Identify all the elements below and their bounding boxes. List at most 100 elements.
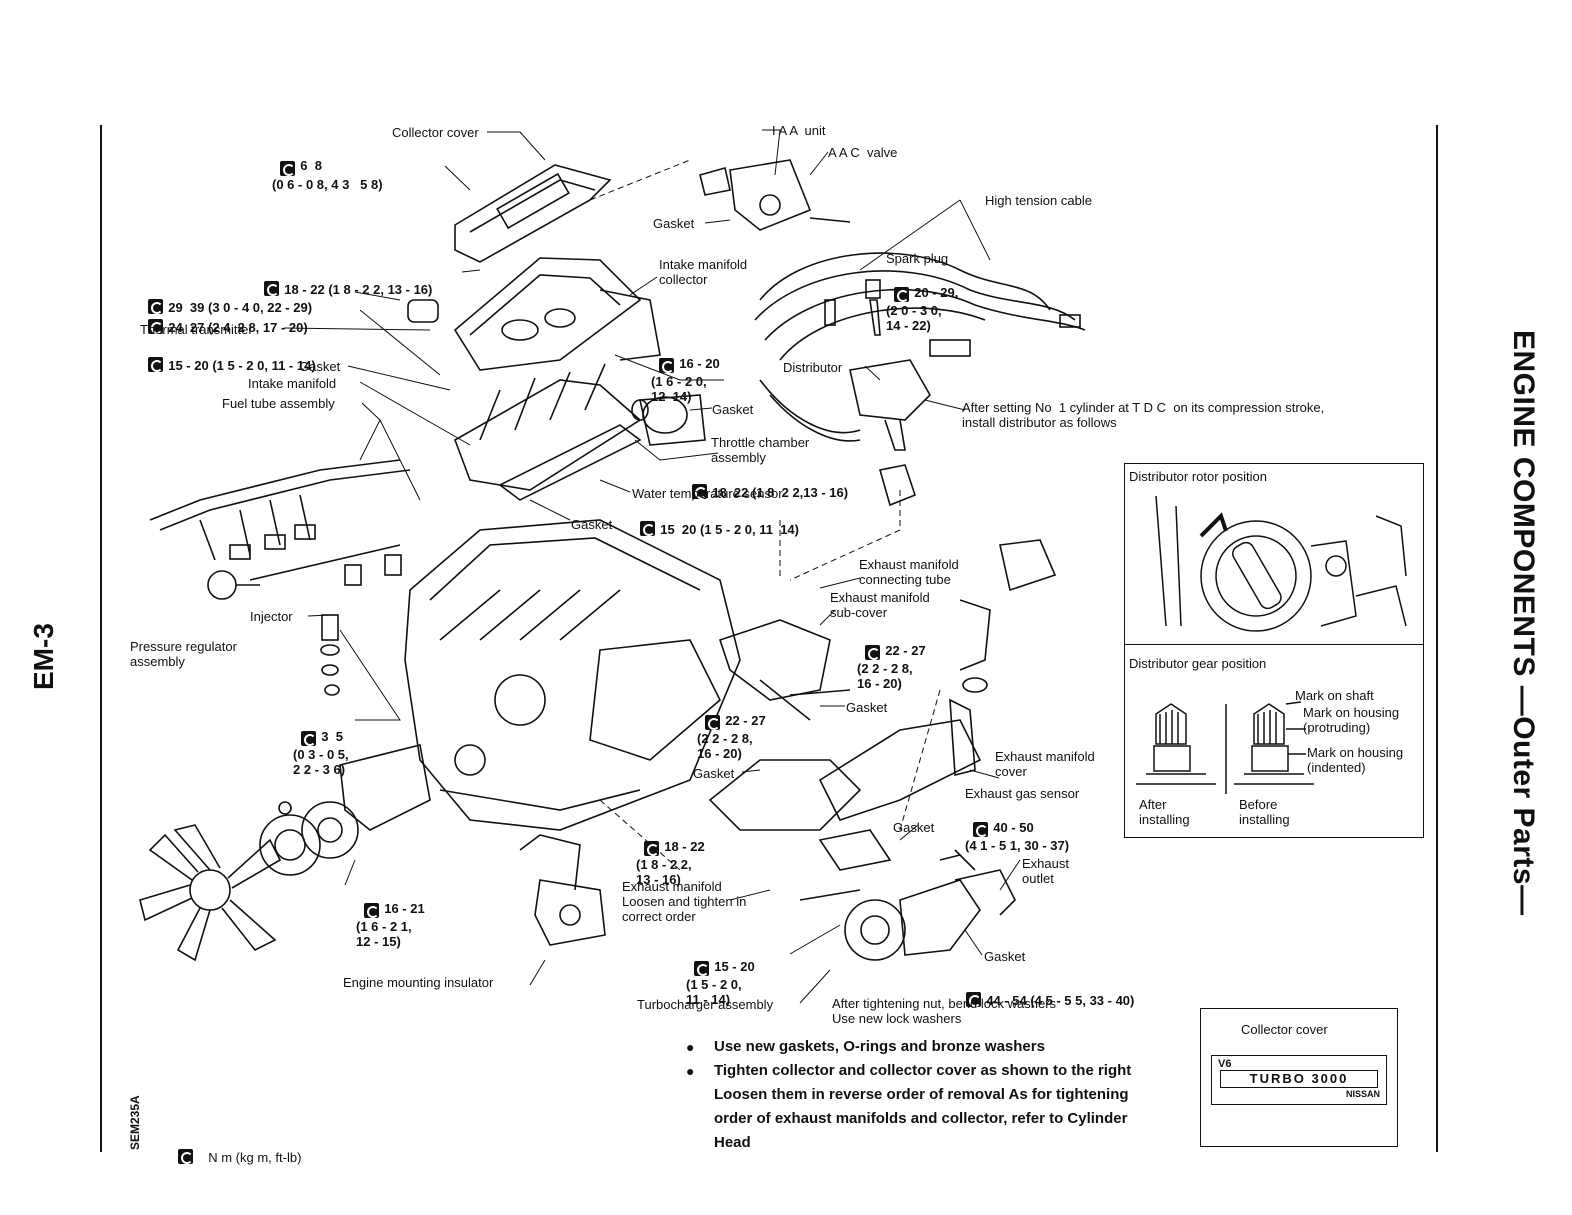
label-exhaust-connecting: Exhaust manifold connecting tube xyxy=(859,557,959,587)
torque-wrench-icon xyxy=(147,318,164,335)
collector-box-title: Collector cover xyxy=(1241,1022,1328,1037)
torque-value: 18 - 22 (1 8 - 2 2, 13 - 16) xyxy=(636,839,705,887)
torque-15-20-b: 15 20 (1 5 - 2 0, 11 14) xyxy=(632,505,799,537)
torque-29-39: 29 39 (3 0 - 4 0, 22 - 29) xyxy=(140,283,312,315)
label-pressure-regulator: Pressure regulator assembly xyxy=(130,639,237,669)
torque-40-50: 40 - 50 (4 1 - 5 1, 30 - 37) xyxy=(965,805,1069,853)
torque-wrench-icon xyxy=(643,840,660,857)
torque-wrench-icon xyxy=(147,356,164,373)
distributor-inset: Distributor rotor position Distributor g… xyxy=(1124,463,1424,838)
collector-cover-box: Collector cover V6 TURBO 3000 NISSAN xyxy=(1200,1008,1398,1147)
torque-wrench-icon xyxy=(263,280,280,297)
gear-illustration xyxy=(1136,701,1314,794)
label-mark-on-shaft: Mark on shaft xyxy=(1295,688,1374,703)
page-id: EM-3 xyxy=(28,623,59,690)
label-gasket-bottom: Gasket xyxy=(984,949,1026,964)
distributor-part xyxy=(849,359,931,507)
label-engine-mounting: Engine mounting insulator xyxy=(343,975,494,990)
torque-wrench-icon xyxy=(893,286,910,303)
label-after-tightening: After tightening nut, bend lock washers … xyxy=(832,996,1057,1026)
torque-value: 15 - 20 (1 5 - 2 0, 11 - 14) xyxy=(686,959,755,1007)
thermal-transmitter-part xyxy=(407,299,439,323)
inset-divider xyxy=(1125,644,1423,645)
torque-wrench-icon xyxy=(864,644,881,661)
torque-value: 15 20 (1 5 - 2 0, 11 14) xyxy=(660,522,799,537)
torque-15-20-c: 15 - 20 (1 5 - 2 0, 11 - 14) xyxy=(686,944,755,1007)
torque-24-27: 24 27 (2 4 2 8, 17 - 20) xyxy=(140,303,308,335)
torque-18-22-b: 18 22 (1 8 2 2,13 - 16) xyxy=(684,468,848,500)
label-gasket-exh: Gasket xyxy=(846,700,888,715)
torque-value: 15 - 20 (1 5 - 2 0, 11 - 14) xyxy=(168,358,316,373)
torque-wrench-icon xyxy=(363,902,380,919)
turbocharger-part xyxy=(799,849,1016,961)
badge-v6: V6 xyxy=(1218,1058,1232,1070)
intake-collector-part xyxy=(453,257,661,371)
label-mark-housing-indented: Mark on housing (indented) xyxy=(1307,745,1404,775)
torque-3-5: 3 5 (0 3 - 0 5, 2 2 - 3 6) xyxy=(293,714,349,777)
label-distributor: Distributor xyxy=(783,360,843,375)
torque-wrench-icon xyxy=(691,483,708,500)
collector-cover-part xyxy=(454,164,612,263)
label-collector-cover: Collector cover xyxy=(392,125,479,140)
label-gasket-turbo: Gasket xyxy=(893,820,935,835)
torque-wrench-icon xyxy=(972,821,989,838)
label-spark-plug: Spark plug xyxy=(886,251,949,266)
torque-value: 18 - 22 (1 8 - 2 2, 13 - 16) xyxy=(284,282,433,297)
label-water-temp: Water temperature sensor xyxy=(632,486,783,501)
water-pump-part xyxy=(259,744,431,876)
label-intake-manifold: Intake manifold xyxy=(248,376,337,391)
torque-value: 18 22 (1 8 2 2,13 - 16) xyxy=(712,485,849,500)
torque-wrench-icon xyxy=(177,1148,194,1165)
engine-diagram xyxy=(139,129,1086,1004)
label-intake-manifold-collector: Intake manifold collector xyxy=(659,257,748,287)
torque-18-22: 18 - 22 (1 8 - 2 2, 13 - 16) xyxy=(256,265,432,297)
torque-16-21: 16 - 21 (1 6 - 2 1, 12 - 15) xyxy=(356,886,425,949)
label-exhaust-subcover: Exhaust manifold sub-cover xyxy=(830,590,930,620)
aac-valve-part xyxy=(699,159,851,231)
label-gasket-mid: Gasket xyxy=(299,359,341,374)
torque-value: 29 39 (3 0 - 4 0, 22 - 29) xyxy=(168,300,313,315)
label-aac-valve: A A C valve xyxy=(828,145,898,160)
leader-lines xyxy=(283,129,1021,1004)
label-high-tension-cable: High tension cable xyxy=(985,193,1092,208)
label-gasket-top: Gasket xyxy=(653,216,695,231)
gear-position-title: Distributor gear position xyxy=(1129,656,1267,671)
label-exhaust-outlet: Exhaust outlet xyxy=(1022,856,1069,886)
section-title: ENGINE COMPONENTS —Outer Parts— xyxy=(1507,330,1540,916)
label-exhaust-gas-sensor: Exhaust gas sensor xyxy=(965,786,1080,801)
torque-22-27-a: 22 - 27 (2 2 - 2 8, 16 - 20) xyxy=(857,628,926,691)
torque-wrench-icon xyxy=(279,160,296,177)
torque-value: 44 - 54 (4 5 - 5 5, 33 - 40) xyxy=(986,993,1135,1008)
torque-collector-cover: 6 8 (0 6 - 0 8, 4 3 5 8) xyxy=(272,143,383,192)
engine-block-part xyxy=(404,519,741,831)
torque-wrench-icon xyxy=(639,520,656,537)
legend: N m (kg m, ft-lb) xyxy=(170,1133,301,1165)
label-after-setting: After setting No 1 cylinder at T D C on … xyxy=(962,400,1325,430)
rotor-illustration xyxy=(1155,495,1407,632)
pressure-regulator-part xyxy=(207,570,260,600)
torque-value: 16 - 20 (1 6 - 2 0, 12 14) xyxy=(651,356,720,404)
torque-value: 16 - 21 (1 6 - 2 1, 12 - 15) xyxy=(356,901,425,949)
high-tension-cables-part xyxy=(754,252,1086,442)
label-exhaust-manifold-note: Exhaust manifold Loosen and tighten in c… xyxy=(622,879,747,924)
torque-44-54: 44 - 54 (4 5 - 5 5, 33 - 40) xyxy=(958,976,1134,1008)
cooling-fan-part xyxy=(139,824,282,962)
torque-value: 24 27 (2 4 2 8, 17 - 20) xyxy=(168,320,308,335)
label-throttle-chamber: Throttle chamber assembly xyxy=(711,435,810,465)
torque-value: 22 - 27 (2 2 - 2 8, 16 - 20) xyxy=(697,713,766,761)
torque-wrench-icon xyxy=(147,298,164,315)
label-gasket-throttle: Gasket xyxy=(712,402,754,417)
torque-value: 22 - 27 (2 2 - 2 8, 16 - 20) xyxy=(857,643,926,691)
label-thermal-transmitter: Thermal transmitter xyxy=(140,322,253,337)
label-exhaust-cover: Exhaust manifold cover xyxy=(995,749,1095,779)
guide-lines xyxy=(589,159,941,871)
label-gasket-exh2: Gasket xyxy=(693,766,735,781)
throttle-chamber-part xyxy=(631,394,706,446)
rotor-position-title: Distributor rotor position xyxy=(1129,469,1267,484)
label-before-installing: Before installing xyxy=(1239,797,1290,827)
torque-wrench-icon xyxy=(658,357,675,374)
torque-20-29: 20 - 29, (2 0 - 3 0, 14 - 22) xyxy=(886,270,958,333)
label-iaa-unit: I A A unit xyxy=(772,123,826,138)
note-item: Use new gaskets, O-rings and bronze wash… xyxy=(686,1035,1186,1059)
